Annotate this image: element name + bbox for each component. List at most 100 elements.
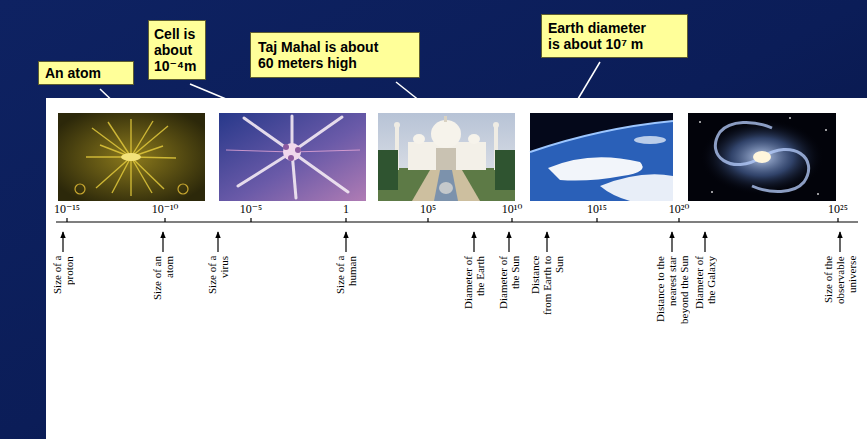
pointer-arrow (704, 232, 705, 252)
callout-box: Cell is about 10⁻⁴m (148, 20, 206, 80)
galaxy-picture (688, 113, 836, 201)
atom-picture (131, 126, 168, 157)
galaxy-picture (699, 117, 827, 195)
scale-tick-label: 10⁻¹⁵ (54, 203, 80, 216)
cell-picture (244, 118, 292, 152)
scale-tick-label: 1 (343, 203, 349, 216)
scale-axis (56, 221, 858, 222)
scale-axis (837, 218, 838, 222)
taj-mahal-picture (436, 148, 456, 170)
atom-picture (121, 153, 141, 161)
scale-item-label: Diameter of the Galaxy (693, 256, 717, 318)
scale-tick-label: 10⁻⁵ (240, 203, 263, 216)
scale-item-label: Diameter of the Sun (497, 256, 521, 318)
pointer-arrow (162, 232, 163, 252)
scale-tick-label: 10²⁰ (669, 203, 689, 216)
scale-axis (56, 218, 858, 222)
atom-picture (130, 119, 131, 157)
callout-box: An atom (38, 61, 134, 85)
scale-axis (596, 218, 597, 222)
callout-arrow (572, 62, 600, 109)
galaxy-picture (825, 129, 827, 131)
pointer-arrow (62, 232, 63, 252)
atom-picture (112, 157, 131, 193)
scale-item-label: Size of a proton (51, 256, 75, 318)
earth-picture (634, 136, 666, 144)
pointer-arrow (508, 232, 509, 252)
callout-text: Cell is about 10⁻⁴m (154, 26, 201, 74)
atom-picture (130, 157, 131, 196)
scale-tick-label: 10⁻¹⁰ (152, 203, 179, 216)
galaxy-picture (715, 122, 772, 164)
scale-axis (511, 218, 512, 222)
taj-mahal-picture (413, 134, 425, 144)
taj-mahal-picture (495, 150, 515, 190)
galaxy-picture (715, 122, 808, 191)
white-panel (46, 98, 867, 439)
callout-text: An atom (45, 65, 127, 81)
scale-item-label: Size of a human (334, 256, 358, 318)
scale-item-label: Size of a virus (206, 256, 230, 318)
taj-mahal-picture (468, 134, 480, 144)
galaxy-picture (688, 113, 836, 201)
galaxy-picture (817, 193, 819, 195)
cell-picture (288, 155, 294, 161)
callout-arrow (190, 84, 250, 109)
atom-picture (96, 157, 131, 188)
scale-item-label: Distance from Earth to Sun (529, 256, 565, 318)
galaxy-picture (711, 191, 713, 193)
taj-mahal-picture (444, 116, 447, 122)
taj-mahal-picture (412, 170, 480, 201)
white-panel (46, 98, 867, 439)
galaxy-picture (753, 151, 771, 163)
taj-mahal-picture (394, 122, 400, 128)
taj-mahal-picture (378, 168, 515, 201)
pointer-arrow (345, 232, 346, 252)
cell-picture (219, 113, 366, 201)
callout-arrow (100, 89, 121, 109)
pointer-arrow (671, 232, 672, 252)
atom-picture (131, 157, 152, 193)
pointer-arrow (839, 232, 840, 252)
callout-arrow (396, 82, 430, 109)
cell-picture (295, 147, 301, 153)
scale-tick-label: 10¹⁰ (502, 203, 522, 216)
taj-mahal-picture (493, 122, 499, 128)
scale-tick-label: 10¹⁵ (587, 203, 607, 216)
taj-mahal-picture (439, 182, 453, 194)
earth-picture (548, 157, 643, 180)
atom-picture (58, 113, 205, 201)
cell-picture (226, 150, 292, 152)
cell-picture (283, 144, 289, 150)
scale-axis (250, 218, 251, 222)
pointer-arrow (217, 232, 218, 252)
atom-picture (75, 184, 85, 194)
earth-picture (530, 121, 673, 152)
cell-picture (283, 143, 301, 161)
scale-axis (66, 218, 67, 222)
scale-axis (678, 218, 679, 222)
pointer-arrow (546, 232, 547, 252)
atom-picture (58, 113, 205, 201)
callout-box: Earth diameter is about 10⁷ m (541, 14, 688, 58)
scale-item-label: Size of the observable universe (822, 256, 858, 336)
scale-item-label: Diameter of the Earth (462, 256, 486, 318)
callout-box: Taj Mahal is about 60 meters high (250, 32, 420, 78)
cell-picture (219, 113, 366, 201)
earth-picture (600, 174, 673, 201)
taj-mahal-picture (431, 120, 461, 148)
scale-axis (164, 218, 165, 222)
cell-picture (292, 117, 342, 152)
taj-mahal-picture (378, 113, 515, 201)
galaxy-picture (699, 121, 701, 123)
scale-axis (345, 218, 346, 222)
pointer-arrow (473, 232, 474, 252)
taj-mahal-picture (378, 113, 515, 201)
earth-picture (530, 113, 673, 201)
atom-picture (108, 122, 131, 157)
pointer-arrow (63, 232, 840, 252)
